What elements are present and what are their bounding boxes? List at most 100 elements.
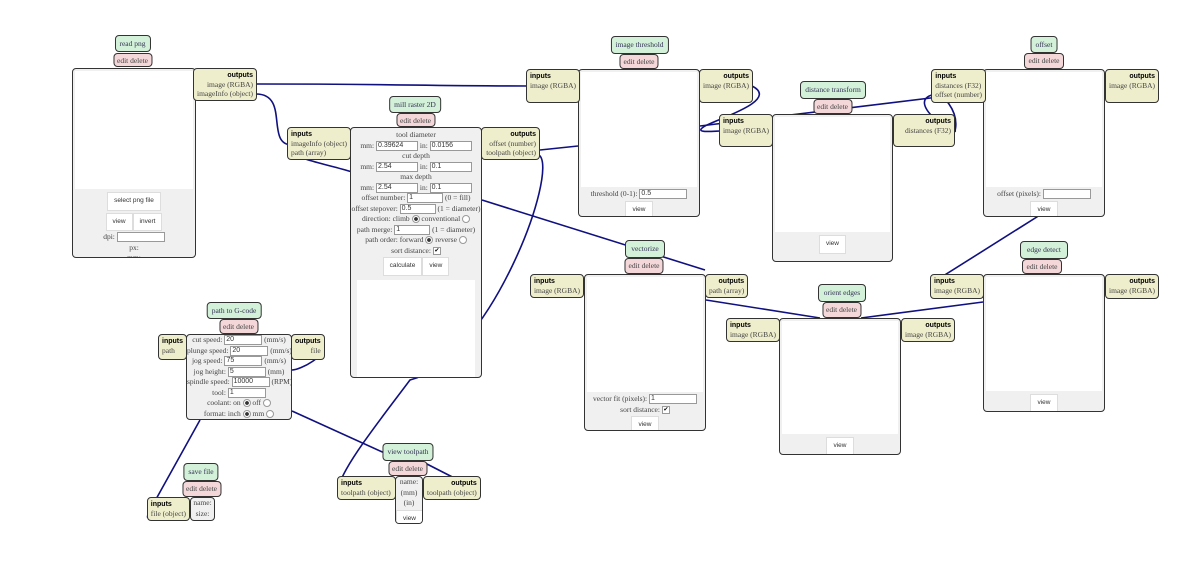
- module-title-vectorize[interactable]: vectorize: [625, 240, 665, 258]
- edit-delete-mill_raster[interactable]: edit delete: [395, 113, 436, 127]
- view-button[interactable]: view: [631, 416, 659, 430]
- input-port[interactable]: image (RGBA): [722, 126, 769, 135]
- input-port[interactable]: path: [162, 346, 175, 355]
- radio-button[interactable]: [458, 236, 467, 245]
- module-title-read_png[interactable]: read png: [114, 35, 151, 52]
- edit-delete-edge[interactable]: edit delete: [1022, 259, 1062, 274]
- text-field[interactable]: 10000: [231, 377, 270, 388]
- view-button[interactable]: view: [396, 509, 422, 523]
- module-title-threshold[interactable]: image threshold: [610, 36, 669, 54]
- calculate-button[interactable]: calculate: [382, 257, 423, 276]
- input-port[interactable]: image (RGBA): [533, 286, 580, 295]
- radio-button[interactable]: [411, 215, 420, 224]
- view-button[interactable]: view: [105, 212, 133, 231]
- output-port[interactable]: file: [310, 346, 321, 355]
- output-port[interactable]: image (RGBA): [703, 81, 750, 90]
- select-png-file-button[interactable]: select png file: [107, 192, 161, 211]
- output-port[interactable]: image (RGBA): [1109, 81, 1156, 90]
- control-row: offset (pixels):: [984, 189, 1104, 200]
- output-port[interactable]: toolpath (object): [427, 488, 477, 497]
- output-port[interactable]: image (RGBA): [206, 80, 254, 89]
- radio-button[interactable]: [462, 215, 471, 224]
- module-title-mill_raster[interactable]: mill raster 2D: [389, 96, 441, 113]
- inputs-heading: inputs: [533, 278, 555, 285]
- control-row: direction: climb conventional: [351, 214, 481, 225]
- view-button[interactable]: view: [422, 257, 450, 276]
- edit-delete-vectorize[interactable]: edit delete: [624, 258, 664, 274]
- input-port[interactable]: image (RGBA): [729, 330, 776, 339]
- text-field[interactable]: [116, 232, 165, 243]
- view-button[interactable]: view: [1030, 394, 1058, 411]
- control-row: size:: [191, 509, 214, 520]
- text-field[interactable]: 0.5: [399, 203, 436, 214]
- unit-label: (mm/s): [270, 345, 292, 355]
- output-port[interactable]: toolpath (object): [486, 148, 536, 157]
- radio-button[interactable]: [262, 399, 271, 408]
- input-port[interactable]: file (object): [150, 509, 186, 518]
- text-field[interactable]: 1: [227, 387, 266, 398]
- output-port[interactable]: image (RGBA): [1109, 286, 1156, 295]
- text-field[interactable]: 0.1: [429, 161, 472, 172]
- text-field[interactable]: 5: [227, 366, 266, 377]
- output-port[interactable]: image (RGBA): [905, 330, 952, 339]
- text-field[interactable]: [1042, 189, 1091, 200]
- output-port[interactable]: path (array): [709, 286, 745, 295]
- view-button[interactable]: view: [818, 235, 846, 254]
- radio-button[interactable]: [242, 399, 251, 408]
- outputs-heading: outputs: [925, 118, 951, 125]
- edit-delete-threshold[interactable]: edit delete: [619, 54, 659, 69]
- module-title-offset[interactable]: offset: [1030, 36, 1058, 53]
- edit-delete-gcode[interactable]: edit delete: [218, 319, 259, 334]
- edit-delete-distance[interactable]: edit delete: [812, 99, 853, 114]
- text-field[interactable]: 0.39624: [375, 140, 418, 151]
- text-field[interactable]: 20: [224, 335, 263, 346]
- output-port[interactable]: offset (number): [489, 139, 536, 148]
- checkbox[interactable]: ✔: [661, 405, 670, 414]
- view-button[interactable]: view: [625, 200, 653, 216]
- module-title-edge[interactable]: edge detect: [1020, 241, 1068, 259]
- input-port[interactable]: distances (F32): [935, 81, 982, 90]
- view-button[interactable]: view: [1030, 200, 1058, 216]
- module-title-distance[interactable]: distance transform: [800, 81, 866, 99]
- text-field[interactable]: 1: [394, 224, 431, 235]
- checkbox[interactable]: ✔: [432, 246, 441, 255]
- module-title-view_toolpath[interactable]: view toolpath: [382, 443, 434, 461]
- edit-delete-offset[interactable]: edit delete: [1024, 53, 1064, 69]
- unit-label: (0 = fill): [445, 193, 471, 202]
- text-field[interactable]: 20: [230, 345, 269, 356]
- image-canvas: [581, 72, 697, 187]
- module-title-gcode[interactable]: path to G-code: [206, 302, 262, 319]
- radio-label: inch: [227, 408, 241, 418]
- edit-delete-view_toolpath[interactable]: edit delete: [387, 461, 428, 476]
- text-field[interactable]: 0.1: [429, 182, 472, 193]
- radio-button[interactable]: [242, 409, 251, 418]
- input-port[interactable]: path (array): [290, 148, 327, 157]
- view-button[interactable]: view: [826, 437, 854, 454]
- edit-delete-read_png[interactable]: edit delete: [112, 53, 153, 67]
- output-port[interactable]: imageInfo (object): [197, 89, 254, 98]
- input-port[interactable]: image (RGBA): [529, 81, 576, 90]
- input-port[interactable]: image (RGBA): [933, 286, 980, 295]
- text-field[interactable]: 2.54: [375, 161, 418, 172]
- input-port[interactable]: toolpath (object): [341, 488, 391, 497]
- edit-delete-save_file[interactable]: edit delete: [181, 481, 222, 497]
- module-title-orient[interactable]: orient edges: [818, 284, 866, 302]
- module-title-save_file[interactable]: save file: [183, 463, 219, 481]
- invert-button[interactable]: invert: [132, 212, 163, 231]
- text-field[interactable]: 1: [407, 193, 444, 204]
- radio-button[interactable]: [266, 409, 275, 418]
- edit-delete-orient[interactable]: edit delete: [821, 302, 862, 318]
- control-row: vector fit (pixels): 1: [585, 394, 705, 405]
- control-label: path merge:: [356, 224, 393, 234]
- text-field[interactable]: 75: [224, 356, 263, 367]
- input-port[interactable]: offset (number): [935, 90, 982, 99]
- output-port[interactable]: distances (F32): [904, 126, 951, 135]
- text-field[interactable]: 2.54: [375, 182, 418, 193]
- input-port[interactable]: imageInfo (object): [290, 139, 347, 148]
- radio-button[interactable]: [425, 236, 434, 245]
- text-field[interactable]: 0.0156: [429, 140, 472, 151]
- text-field[interactable]: 0.5: [639, 189, 688, 200]
- text-field[interactable]: 1: [649, 394, 698, 405]
